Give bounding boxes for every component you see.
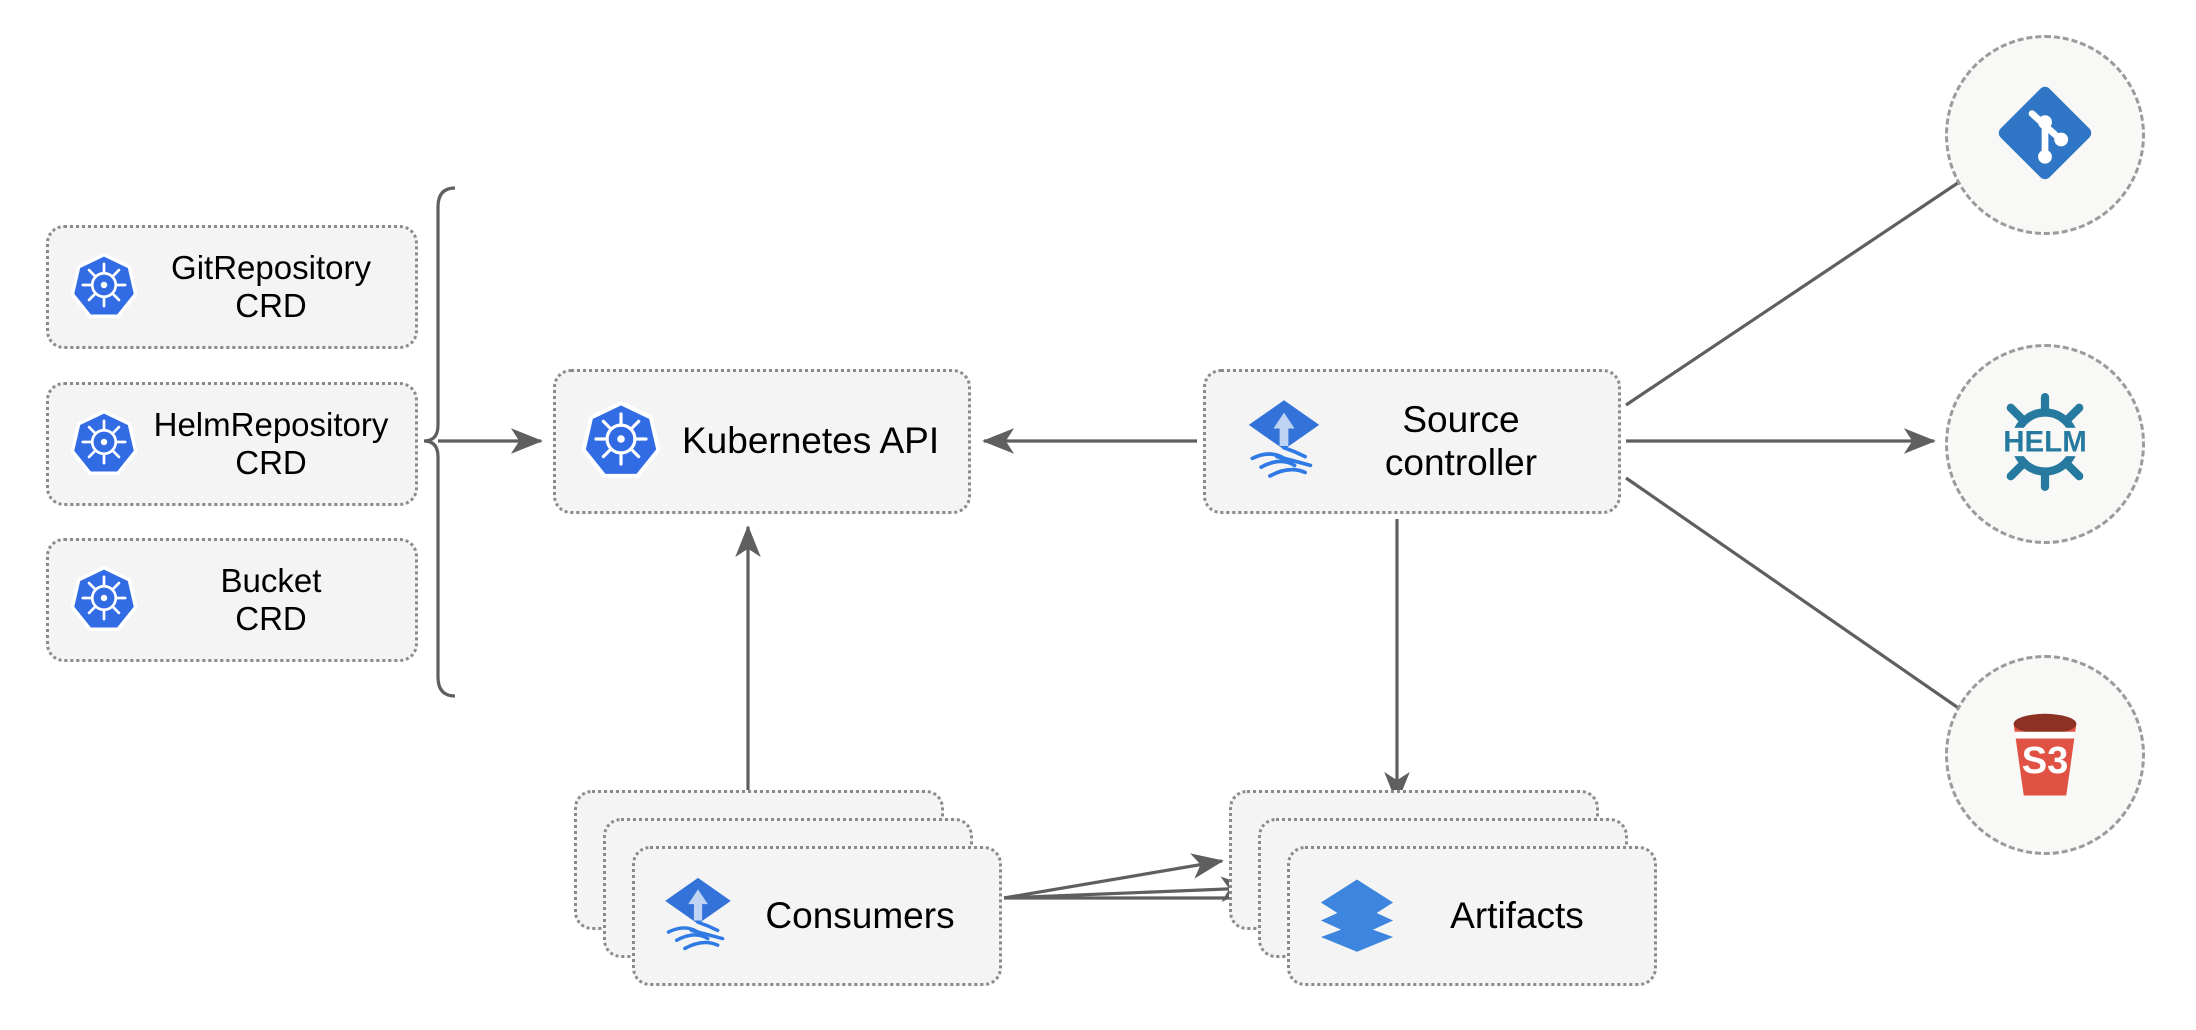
crd-group-bracket <box>423 186 456 698</box>
layers-icon <box>1316 873 1398 960</box>
kubernetes-icon <box>70 252 138 323</box>
node-label: Artifacts <box>1450 895 1584 936</box>
stack-sheet-front[interactable]: Artifacts <box>1287 846 1657 986</box>
helm-icon: HELM <box>1986 383 2104 506</box>
node-label: Kubernetes API <box>682 420 940 462</box>
svg-text:HELM: HELM <box>2003 425 2087 458</box>
node-artifacts[interactable]: Artifacts <box>1229 790 1659 990</box>
edge-consumers-to-artifacts-2 <box>1003 876 1253 903</box>
node-consumers[interactable]: Consumers <box>574 790 1004 990</box>
target-git[interactable] <box>1945 35 2145 235</box>
node-label: Consumers <box>765 895 955 936</box>
flux-icon <box>1240 395 1328 488</box>
target-s3[interactable]: S3 <box>1945 655 2145 855</box>
svg-text:S3: S3 <box>2022 740 2069 782</box>
stack-sheet-front[interactable]: Consumers <box>632 846 1002 986</box>
flux-icon <box>657 873 739 960</box>
s3-bucket-icon: S3 <box>1989 697 2101 814</box>
kubernetes-icon <box>581 400 661 483</box>
node-kubernetes-api[interactable]: Kubernetes API <box>553 369 971 514</box>
kubernetes-icon <box>70 409 138 480</box>
target-helm[interactable]: HELM <box>1945 344 2145 544</box>
edge-consumers-to-artifacts-1 <box>1003 853 1224 900</box>
git-icon <box>1991 79 2099 192</box>
kubernetes-icon <box>70 565 138 636</box>
